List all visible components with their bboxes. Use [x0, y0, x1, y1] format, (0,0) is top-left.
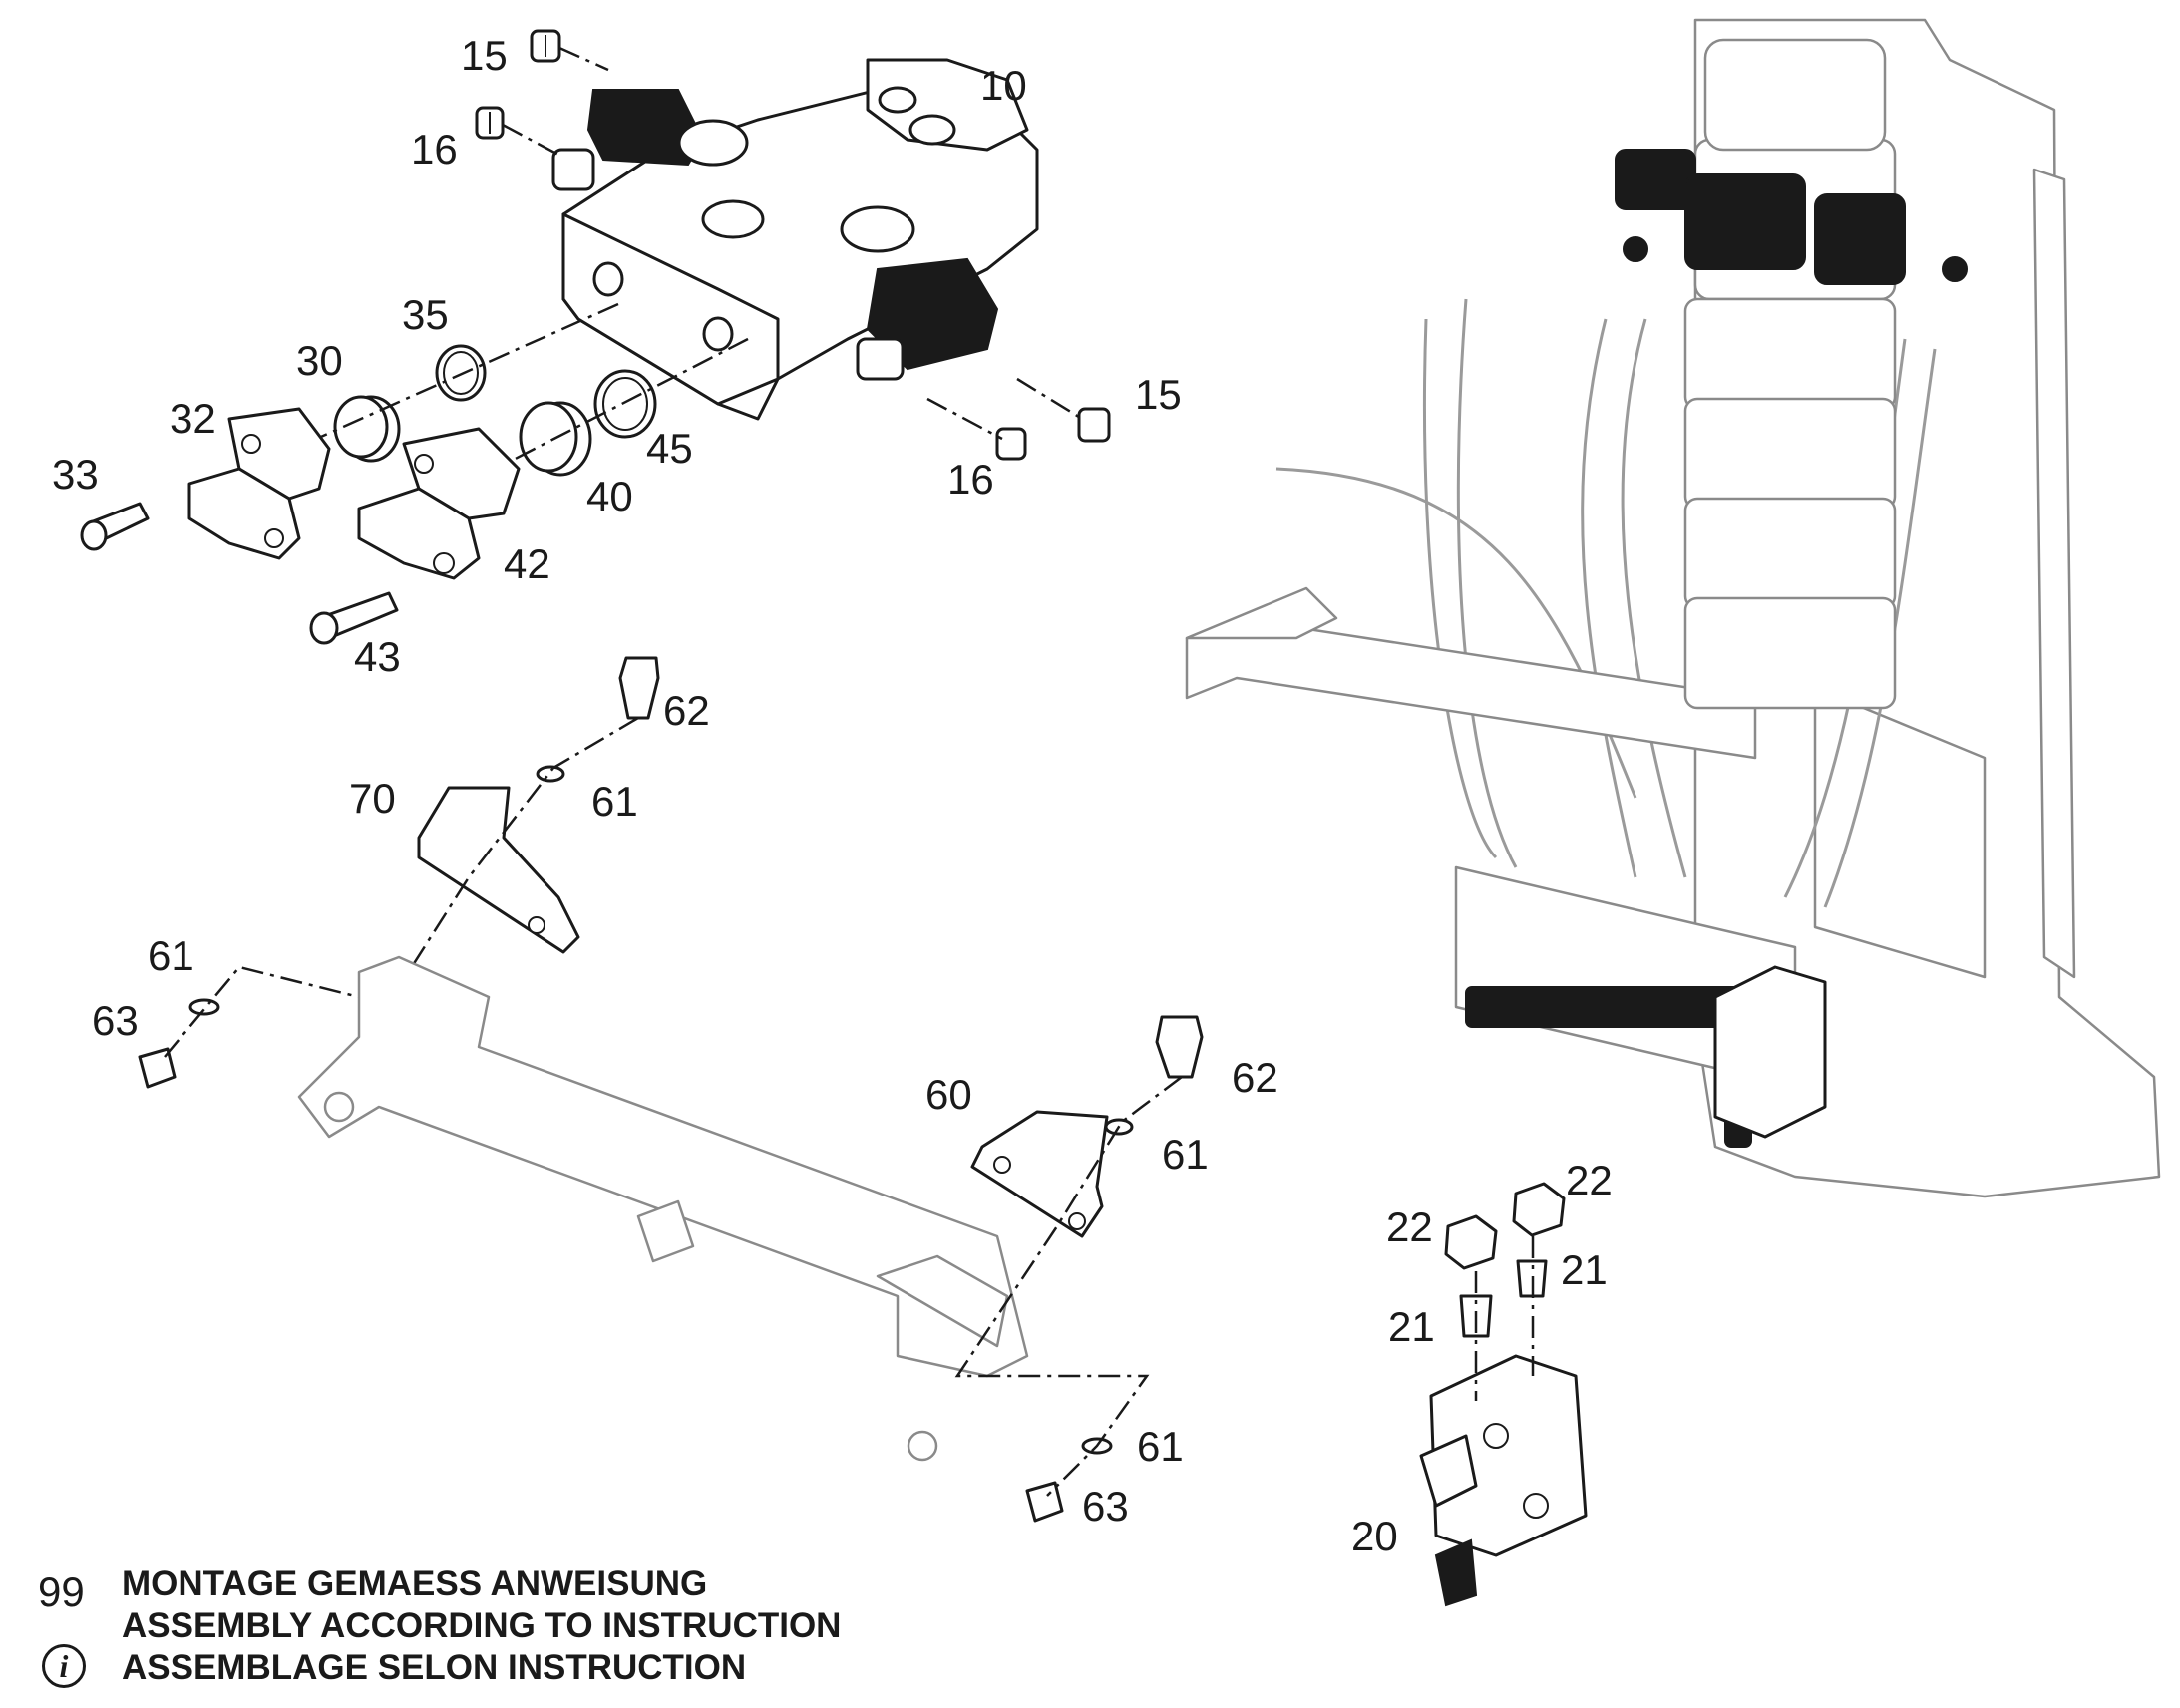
callout-61-lower: 61: [1137, 1423, 1184, 1470]
note-line-french: ASSEMBLAGE SELON INSTRUCTION: [122, 1648, 747, 1687]
note-line-german: MONTAGE GEMAESS ANWEISUNG: [122, 1564, 708, 1603]
callout-62-upper: 62: [663, 687, 710, 734]
callout-63-left: 63: [92, 997, 139, 1044]
note-item-number: 99: [38, 1568, 85, 1615]
plate-40: [519, 401, 592, 477]
callout-16-top: 16: [411, 126, 458, 172]
plate-30: [333, 395, 401, 463]
nut-22-left: [1444, 1214, 1498, 1270]
callout-60: 60: [925, 1071, 972, 1118]
callout-30: 30: [296, 337, 343, 384]
o-ring-35: [435, 344, 487, 402]
callout-63-lower: 63: [1082, 1483, 1129, 1530]
callout-61-mid: 61: [1162, 1131, 1209, 1178]
bracket-70: [417, 786, 580, 954]
callout-labels: 15 16 10 35 30 32 33 15 16 45 40 42 43 6…: [52, 32, 1613, 1559]
callout-15-right: 15: [1135, 371, 1182, 418]
callout-61-left: 61: [148, 932, 194, 979]
bracket-60: [970, 1110, 1109, 1238]
callout-21-left: 21: [1388, 1303, 1435, 1350]
nut-22-right: [1512, 1182, 1566, 1237]
callout-43: 43: [354, 633, 401, 680]
info-icon: i: [42, 1644, 86, 1688]
plug-16-top: [475, 106, 505, 140]
callout-33: 33: [52, 451, 99, 498]
callout-20: 20: [1351, 1513, 1398, 1559]
callout-42: 42: [504, 540, 550, 587]
callout-15-top: 15: [461, 32, 508, 79]
screw-43: [309, 591, 399, 645]
plug-15-right: [1077, 407, 1111, 443]
nut-63-left: [138, 1047, 177, 1089]
callout-16-right: 16: [947, 456, 994, 503]
control-valve-10: [551, 58, 1039, 421]
callout-22-right: 22: [1566, 1157, 1613, 1203]
bolt-62-upper: [618, 656, 660, 720]
callout-45: 45: [646, 425, 693, 472]
o-ring-45: [593, 369, 657, 439]
callout-35: 35: [402, 291, 449, 338]
washer-61-left: [188, 998, 220, 1016]
cross-beam: [297, 955, 1029, 1462]
plug-15-top: [530, 29, 561, 63]
valve-block-20: [1419, 1354, 1588, 1607]
screw-33: [80, 502, 150, 551]
callout-40: 40: [586, 473, 633, 519]
flange-half-32: [187, 407, 331, 560]
washer-61-upper: [536, 765, 565, 783]
callout-32: 32: [170, 395, 216, 442]
note-line-english: ASSEMBLY ACCORDING TO INSTRUCTION: [122, 1606, 842, 1645]
callout-62-lower: 62: [1232, 1054, 1278, 1101]
nut-63-lower: [1025, 1481, 1064, 1523]
callout-10: 10: [980, 62, 1027, 109]
callout-22-left: 22: [1386, 1203, 1433, 1250]
tractor-frame-context: [1185, 18, 2161, 1198]
flange-half-42: [357, 427, 521, 580]
plug-16-right: [995, 427, 1027, 461]
callout-21-right: 21: [1561, 1246, 1608, 1293]
bolt-62-lower: [1155, 1015, 1204, 1079]
callout-70: 70: [349, 775, 396, 822]
callout-61-upper: 61: [591, 778, 638, 825]
